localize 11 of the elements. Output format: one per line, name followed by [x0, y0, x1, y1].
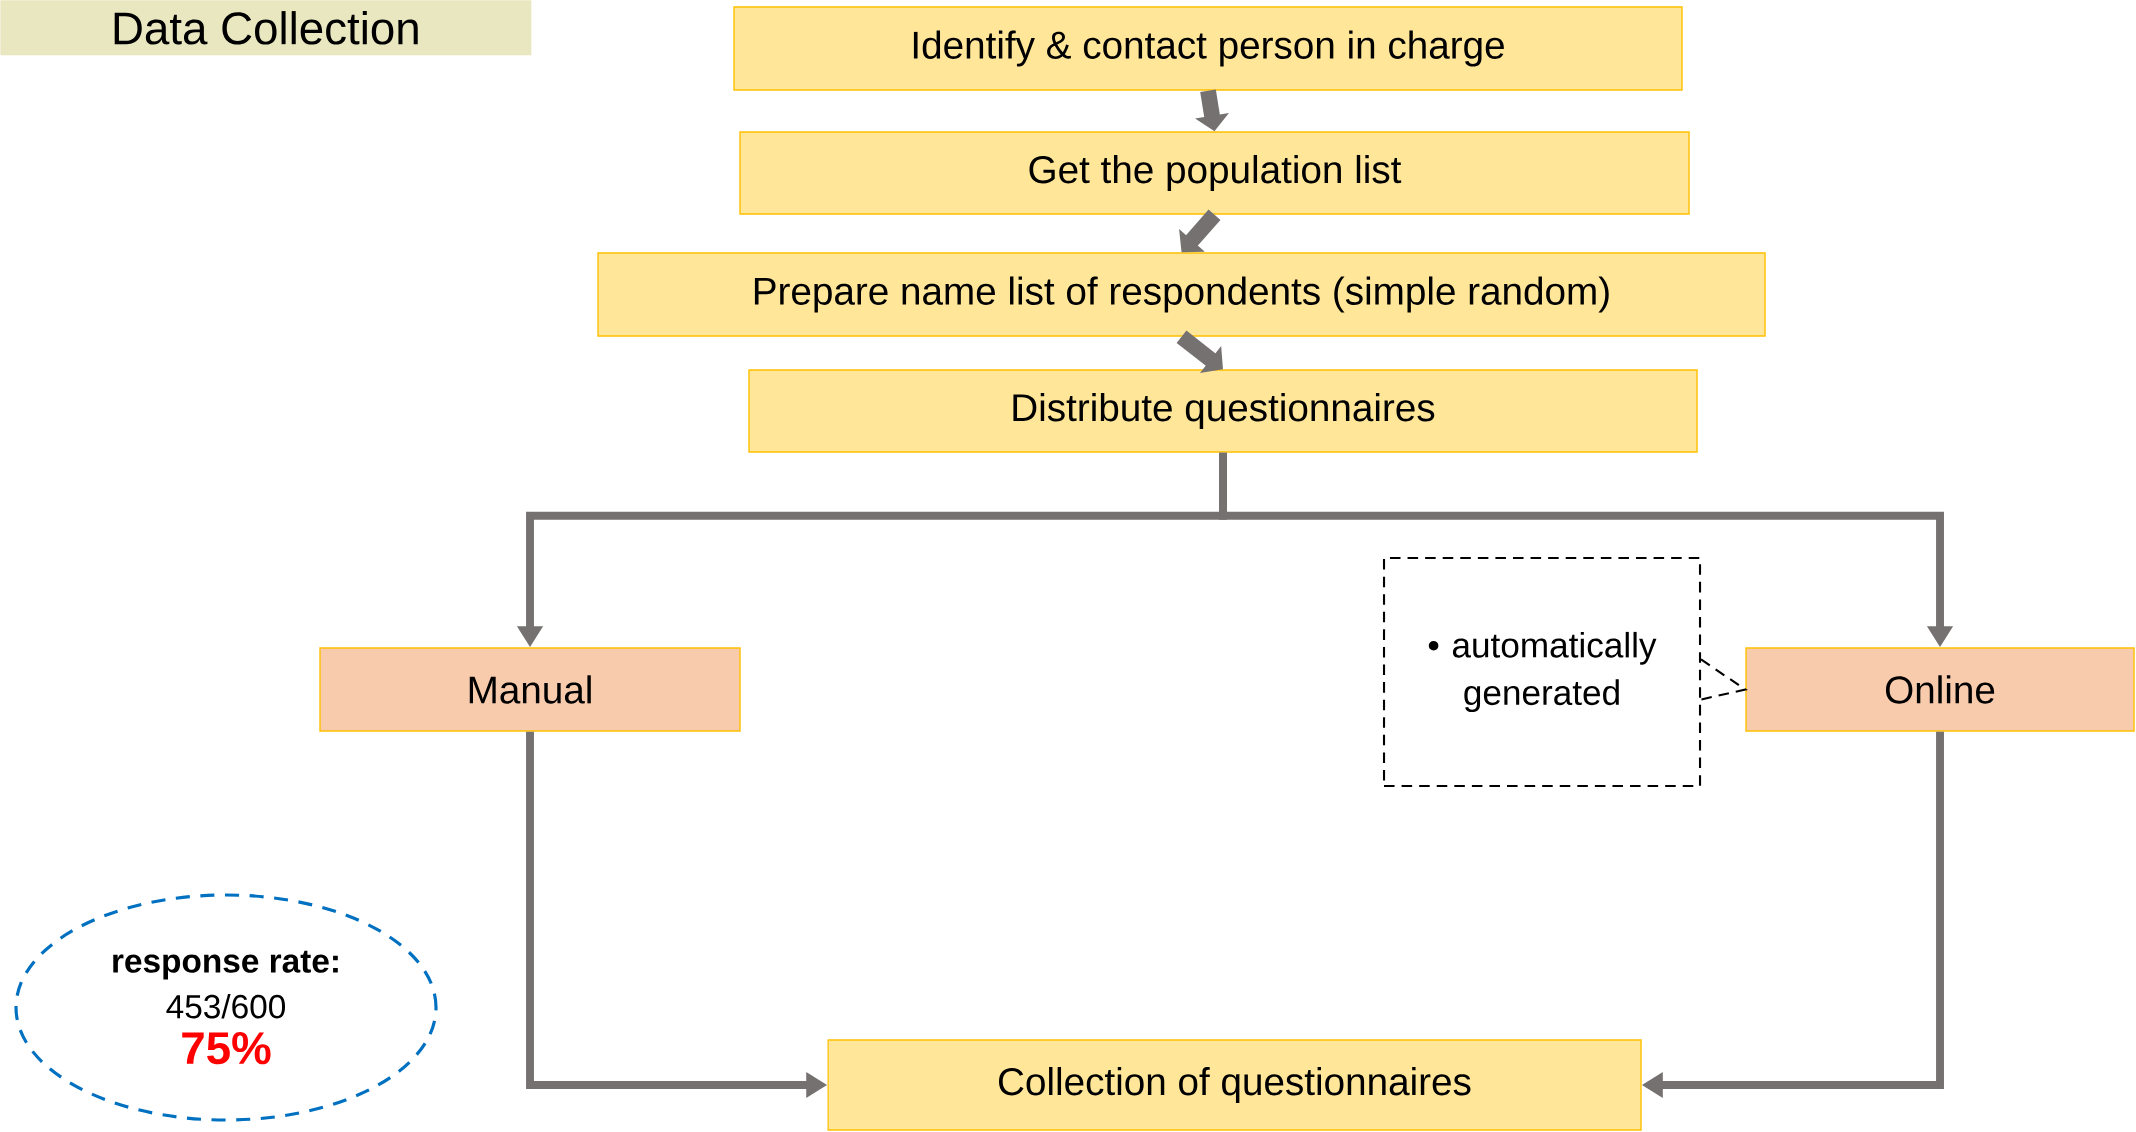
process-box: Get the population list [739, 131, 1690, 215]
process-box: Collection of questionnaires [827, 1039, 1642, 1131]
callout-box: • automatically generated [1382, 556, 1702, 788]
process-box: Distribute questionnaires [748, 369, 1698, 453]
process-box: Prepare name list of respondents (simple random) [597, 252, 1766, 337]
arrow [1176, 330, 1223, 373]
branch-box: Online [1745, 647, 2135, 732]
title-box: Data Collection [0, 0, 532, 56]
arrow [1179, 209, 1221, 253]
process-box: Identify & contact person in charge [733, 6, 1683, 91]
branch-box: Manual [319, 647, 741, 732]
